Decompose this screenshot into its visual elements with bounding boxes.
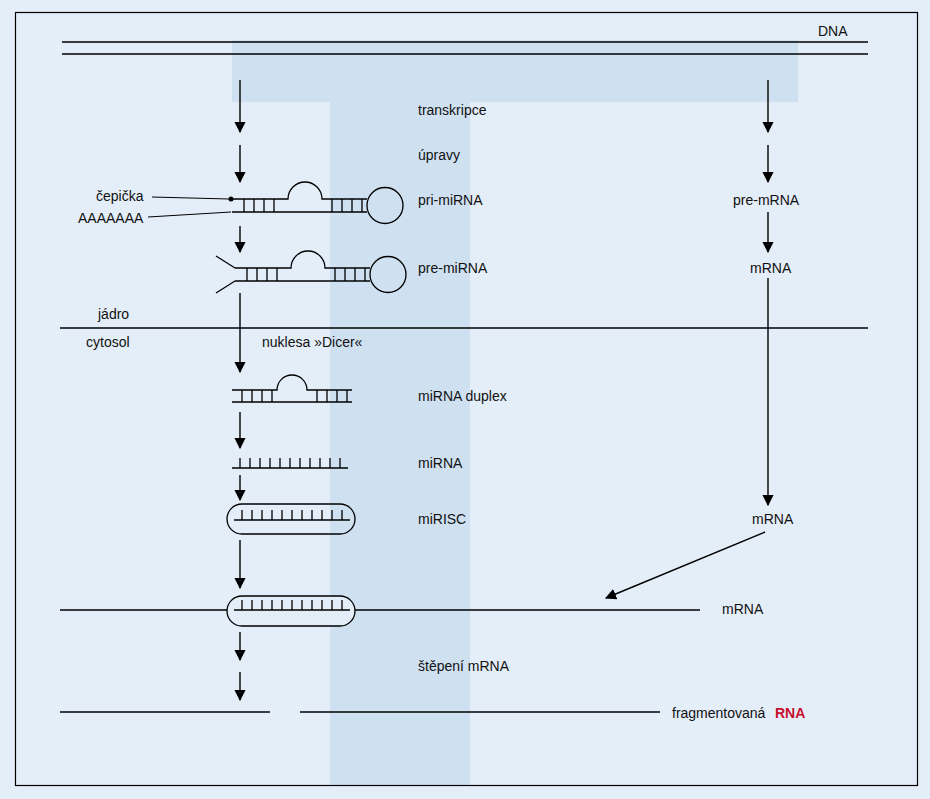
stage-label: pre-mRNA	[733, 192, 799, 209]
stage-label: cytosol	[86, 334, 130, 351]
stage-label: mRNA	[722, 601, 763, 618]
stage-label: DNA	[818, 23, 848, 40]
stage-label: miRNA	[418, 455, 462, 472]
stage-label: miRISC	[418, 511, 466, 528]
stage-label: pri-miRNA	[418, 192, 483, 209]
stage-label: AAAAAAA	[78, 210, 143, 227]
stage-label: štěpení mRNA	[418, 658, 509, 675]
stage-label: nuklesa »Dicer«	[262, 334, 362, 351]
stage-label: pre-miRNA	[418, 260, 487, 277]
stage-label: mRNA	[752, 511, 793, 528]
stage-label: transkripce	[418, 102, 486, 119]
stage-label: úpravy	[418, 147, 460, 164]
stage-label: miRNA duplex	[418, 388, 507, 405]
stage-label: RNA	[775, 705, 805, 722]
stage-label: fragmentovaná	[672, 705, 765, 722]
stage-label: jádro	[98, 306, 129, 323]
stage-label: mRNA	[750, 260, 791, 277]
stage-label: čepička	[96, 188, 143, 205]
